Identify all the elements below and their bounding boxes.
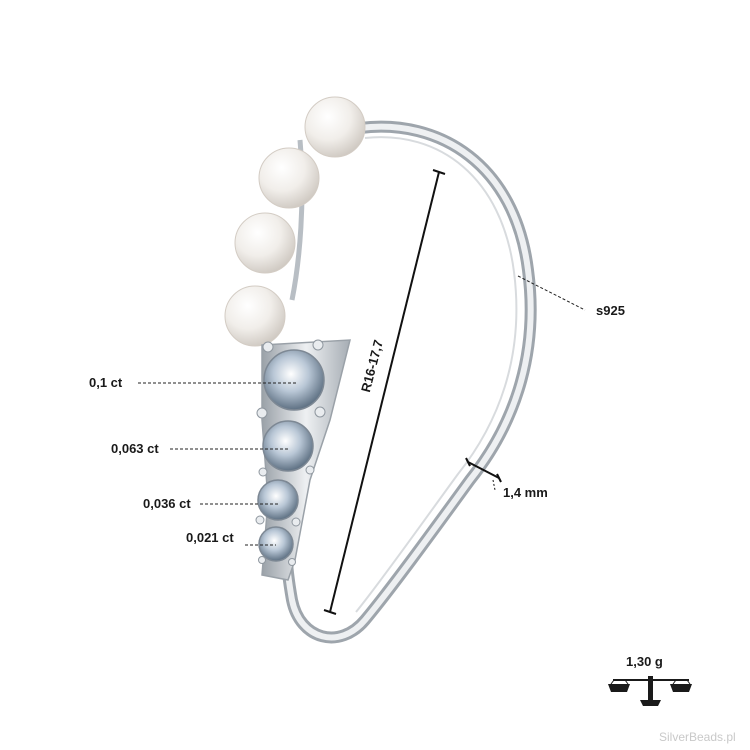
- pearl: [304, 96, 366, 158]
- stone-carat-label: 0,036 ct: [143, 496, 191, 511]
- size-dimension-line: [323, 169, 446, 615]
- stone-carat-label: 0,021 ct: [186, 530, 234, 545]
- stones: [255, 339, 326, 566]
- pearls: [224, 96, 366, 347]
- weight-label: 1,30 g: [626, 654, 663, 669]
- stone-1: [263, 349, 325, 411]
- pearl: [258, 147, 320, 209]
- pearl: [224, 285, 286, 347]
- stone-4: [258, 526, 294, 562]
- band-width-label: 1,4 mm: [503, 485, 548, 500]
- ring-band: [280, 120, 537, 644]
- stone-3: [257, 479, 299, 521]
- watermark: SilverBeads.pl: [659, 730, 736, 744]
- leader-lines: [138, 275, 586, 546]
- stone-carat-label: 0,1 ct: [89, 375, 123, 390]
- stone-2: [262, 420, 314, 472]
- band-width-marker: [465, 457, 502, 491]
- material-label: s925: [596, 303, 625, 318]
- pearl: [234, 212, 296, 274]
- stone-carat-label: 0,063 ct: [111, 441, 159, 456]
- balance-scale-icon: [608, 676, 692, 706]
